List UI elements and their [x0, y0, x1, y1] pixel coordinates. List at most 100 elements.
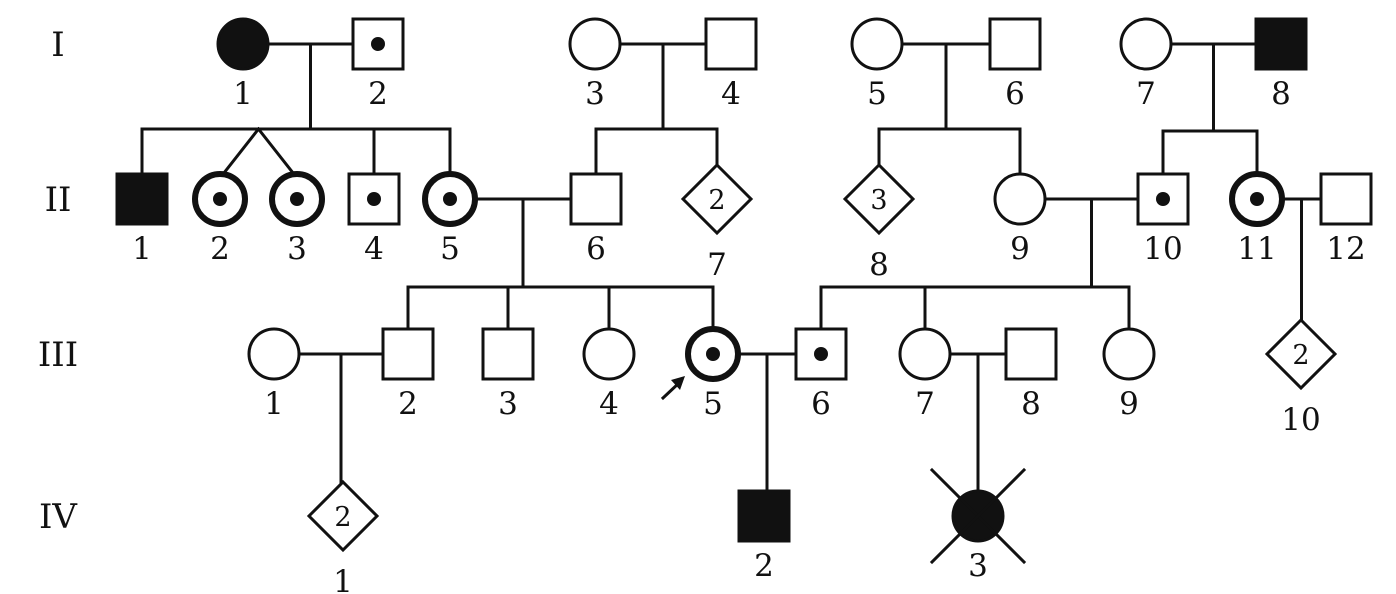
generation-label-III: III	[38, 335, 78, 375]
individual-IV-2	[737, 489, 791, 543]
carrier-dot	[706, 347, 720, 361]
individual-number-label: 4	[721, 76, 741, 112]
individual-number-label: 6	[586, 231, 606, 267]
individual-II-5	[422, 171, 478, 227]
unaffected-female-circle	[993, 172, 1047, 226]
unaffected-male-square	[481, 327, 535, 381]
unknown-sex-diamond	[1264, 317, 1338, 391]
individual-III-4	[582, 327, 636, 381]
individual-number-label: 2	[368, 76, 388, 112]
carrier-dot	[290, 192, 304, 206]
individual-I-3	[568, 17, 622, 71]
individual-III-2	[381, 327, 435, 381]
generation-label-II: II	[45, 180, 72, 220]
individual-II-1	[115, 172, 169, 226]
unaffected-female-circle	[898, 327, 952, 381]
individual-III-7	[898, 327, 952, 381]
individual-number-label: 7	[915, 386, 935, 422]
individual-number-label: 9	[1119, 386, 1139, 422]
individual-III-9	[1102, 327, 1156, 381]
individual-number-label: 2	[210, 231, 230, 267]
unaffected-male-square	[1319, 172, 1373, 226]
generation-label-IV: IV	[39, 497, 78, 537]
individual-III-1	[247, 327, 301, 381]
unaffected-male-square	[569, 172, 623, 226]
individual-number-label: 11	[1237, 231, 1276, 267]
sibling-count-label: 3	[870, 185, 887, 216]
individual-III-6	[794, 327, 848, 381]
individual-number-label: 3	[968, 548, 988, 584]
individual-number-label: 2	[398, 386, 418, 422]
individual-number-label: 2	[754, 548, 774, 584]
twin-line	[256, 126, 300, 181]
individual-II-12	[1319, 172, 1373, 226]
individual-number-label: 10	[1143, 231, 1182, 267]
deceased-slash-line	[929, 467, 1027, 565]
connector-lines	[140, 42, 1323, 493]
individual-II-9	[993, 172, 1047, 226]
individual-II-7: 2	[680, 162, 754, 236]
unaffected-female-circle	[850, 17, 904, 71]
proband-arrow-head	[671, 376, 685, 390]
individual-number-label: 8	[1271, 76, 1291, 112]
individual-number-label: 5	[440, 231, 460, 267]
sibling-count-label: 2	[334, 502, 351, 533]
sibling-count-label: 2	[1292, 340, 1309, 371]
individual-III-8	[1004, 327, 1058, 381]
affected-male-square	[737, 489, 791, 543]
individual-I-5	[850, 17, 904, 71]
carrier-dot	[1250, 192, 1264, 206]
unknown-sex-diamond	[306, 479, 380, 553]
individual-II-10	[1136, 172, 1190, 226]
individual-II-4	[347, 172, 401, 226]
individual-II-6	[569, 172, 623, 226]
unaffected-female-circle	[247, 327, 301, 381]
individual-number-label: 7	[707, 247, 727, 283]
individual-number-label: 3	[585, 76, 605, 112]
individual-number-label: 1	[264, 386, 284, 422]
generation-label-I: I	[51, 25, 64, 65]
carrier-dot	[371, 37, 385, 51]
individual-number-label: 6	[811, 386, 831, 422]
individual-number-label: 12	[1326, 231, 1365, 267]
individual-number-label: 6	[1005, 76, 1025, 112]
individual-number-label: 9	[1010, 231, 1030, 267]
individual-III-10: 2	[1264, 317, 1338, 391]
unaffected-male-square	[1004, 327, 1058, 381]
individual-number-label: 8	[869, 247, 889, 283]
individual-number-label: 1	[132, 231, 152, 267]
individual-III-3	[481, 327, 535, 381]
individual-number-label: 1	[333, 564, 353, 594]
individual-number-label: 5	[703, 386, 723, 422]
individual-number-label: 4	[599, 386, 619, 422]
unaffected-female-circle	[582, 327, 636, 381]
individual-I-1	[216, 17, 270, 71]
twin-line	[217, 126, 261, 181]
carrier-dot	[1156, 192, 1170, 206]
individual-I-4	[704, 17, 758, 71]
carrier-dot	[367, 192, 381, 206]
individual-I-6	[988, 17, 1042, 71]
individual-number-label: 4	[364, 231, 384, 267]
individual-I-7	[1119, 17, 1173, 71]
individual-II-11	[1229, 171, 1285, 227]
individual-II-3	[269, 171, 325, 227]
affected-male-square	[115, 172, 169, 226]
unknown-sex-diamond	[842, 162, 916, 236]
individual-I-8	[1254, 17, 1308, 71]
unaffected-female-circle	[568, 17, 622, 71]
individual-II-2	[192, 171, 248, 227]
unaffected-female-circle	[1119, 17, 1173, 71]
sibling-count-label: 2	[708, 185, 725, 216]
individual-number-label: 7	[1136, 76, 1156, 112]
unaffected-male-square	[381, 327, 435, 381]
individual-I-2	[351, 17, 405, 71]
individual-number-label: 5	[867, 76, 887, 112]
carrier-dot	[443, 192, 457, 206]
carrier-male-square	[347, 172, 401, 226]
affected-male-square	[1254, 17, 1308, 71]
affected-female-circle	[216, 17, 270, 71]
individual-II-8: 3	[842, 162, 916, 236]
individual-III-5	[660, 326, 741, 401]
